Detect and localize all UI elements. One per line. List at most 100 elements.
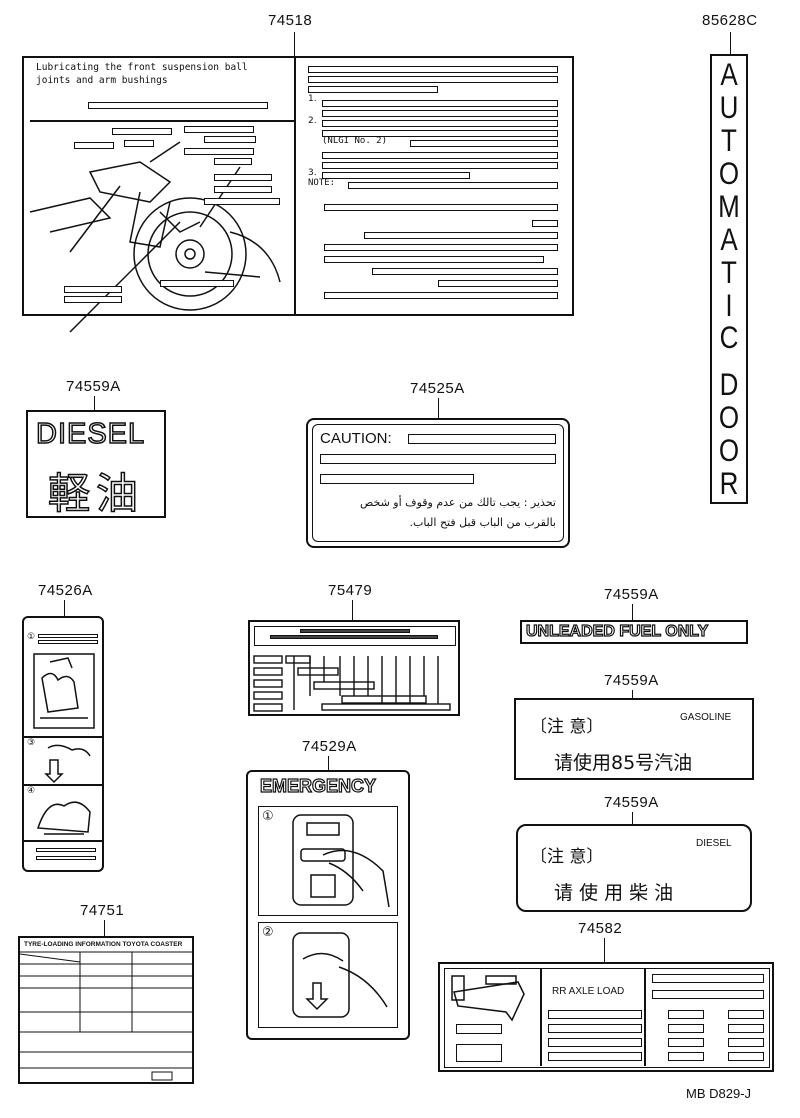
emergency-title: EMERGENCY [259, 775, 377, 796]
text-bar [548, 1010, 642, 1019]
nlgi-grade: (NLGI No. 2) [322, 136, 388, 146]
part-number-74559a: 74559A [604, 672, 659, 689]
callout-bar [204, 198, 280, 205]
text-bar [728, 1038, 764, 1047]
diesel-kanji-text: 軽油 [47, 468, 145, 519]
panel-divider [24, 840, 102, 842]
automatic-door-letter: T [721, 254, 737, 291]
text-bar [324, 292, 558, 299]
instruction-step3-marker: ③ [27, 738, 36, 748]
text-bar [38, 634, 98, 638]
automatic-door-letter: U [719, 89, 739, 126]
spec-grid [253, 655, 451, 712]
part-number-74529a: 74529A [302, 738, 357, 755]
text-bar [438, 280, 558, 287]
leader-line [94, 396, 95, 410]
automatic-door-letter: O [718, 155, 740, 192]
callout-bar [124, 140, 154, 147]
text-bar [320, 454, 556, 464]
text-bar [308, 86, 438, 93]
door-arrow-illustration [44, 744, 91, 784]
text-bar [322, 110, 558, 117]
text-bar [322, 162, 558, 169]
caution-title: CAUTION: [320, 430, 392, 447]
automatic-door-letter: A [720, 56, 738, 93]
text-bar [548, 1024, 642, 1033]
label-divider [30, 120, 294, 122]
leader-line [632, 812, 633, 824]
handle-turn-illustration [292, 932, 388, 1018]
part-number-74526a: 74526A [38, 582, 93, 599]
gasoline-instruction-text: 请使用85号汽油 [554, 752, 693, 774]
step-2: 2. [308, 116, 317, 126]
leader-line [730, 32, 731, 56]
text-bar [324, 204, 558, 211]
text-bar [324, 256, 544, 263]
panel-divider [24, 784, 102, 786]
tyre-loading-header: TYRE-LOADING INFORMATION TOYOTA COASTER [24, 941, 183, 948]
text-bar [348, 182, 558, 189]
step-1: 1. [308, 94, 317, 104]
text-bar [322, 120, 558, 127]
note-heading: NOTE: [308, 178, 336, 188]
part-number-75479: 75479 [328, 582, 373, 599]
emergency-step1-marker: ① [262, 809, 274, 824]
text-bar [728, 1052, 764, 1061]
text-bar [36, 848, 96, 852]
callout-bar [184, 148, 254, 155]
leader-line [64, 600, 65, 616]
callout-bar [184, 126, 254, 133]
hand-door-illustration [33, 653, 95, 729]
unleaded-fuel-label: UNLEADED FUEL ONLY [520, 620, 748, 644]
text-bar [364, 232, 558, 239]
automatic-door-letter: I [725, 287, 733, 324]
automatic-door-letter: C [719, 319, 739, 355]
part-number-74525a: 74525A [410, 380, 465, 397]
text-bar [408, 434, 556, 444]
instruction-label: ① ③ ④ [22, 616, 104, 872]
diagram-code: MB D829-J [686, 1086, 752, 1101]
callout-bar [160, 280, 234, 287]
callout-bar [214, 186, 272, 193]
panel-divider [24, 736, 102, 738]
text-bar [532, 220, 558, 227]
axle-load-label: RR AXLE LOAD [438, 962, 774, 1072]
suspension-illustration [29, 141, 281, 333]
text-bar [652, 974, 764, 983]
part-number-74582: 74582 [578, 920, 623, 937]
text-bar [320, 474, 474, 484]
emergency-step2-marker: ② [262, 925, 274, 940]
callout-bar [214, 158, 252, 165]
leader-line [328, 756, 329, 770]
callout-bar [74, 142, 114, 149]
notice-heading: 〔注 意〕 [530, 717, 604, 737]
diesel-notice-label: 〔注 意〕 DIESEL 请 使 用 柴 油 [516, 824, 752, 912]
tyre-loading-label: TYRE-LOADING INFORMATION TOYOTA COASTER [18, 936, 194, 1084]
instruction-step4-marker: ④ [27, 786, 36, 796]
leader-line [604, 938, 605, 962]
suspension-lubrication-label: Lubricating the front suspension ball jo… [22, 56, 574, 333]
automatic-door-letter: O [718, 399, 740, 436]
panel-divider [540, 968, 542, 1066]
gasoline-notice-label: 〔注 意〕 GASOLINE 请使用85号汽油 [514, 698, 754, 780]
leader-line [352, 600, 353, 620]
emergency-step1-panel: ① [258, 806, 398, 916]
text-bar [88, 102, 268, 109]
notice-heading: 〔注 意〕 [530, 847, 604, 867]
text-bar [668, 1010, 704, 1019]
handle-pull-illustration [292, 814, 390, 908]
automatic-door-letter: T [721, 122, 737, 159]
callout-bar [112, 128, 172, 135]
part-number-74751: 74751 [80, 902, 125, 919]
automatic-door-letter: A [720, 221, 738, 258]
text-bar [668, 1038, 704, 1047]
leader-line [632, 604, 633, 620]
suspension-heading-line1: Lubricating the front suspension ball [36, 62, 248, 73]
text-bar [728, 1024, 764, 1033]
text-bar [322, 152, 558, 159]
text-bar [548, 1052, 642, 1061]
text-bar [728, 1010, 764, 1019]
automatic-door-letter: M [718, 188, 740, 225]
